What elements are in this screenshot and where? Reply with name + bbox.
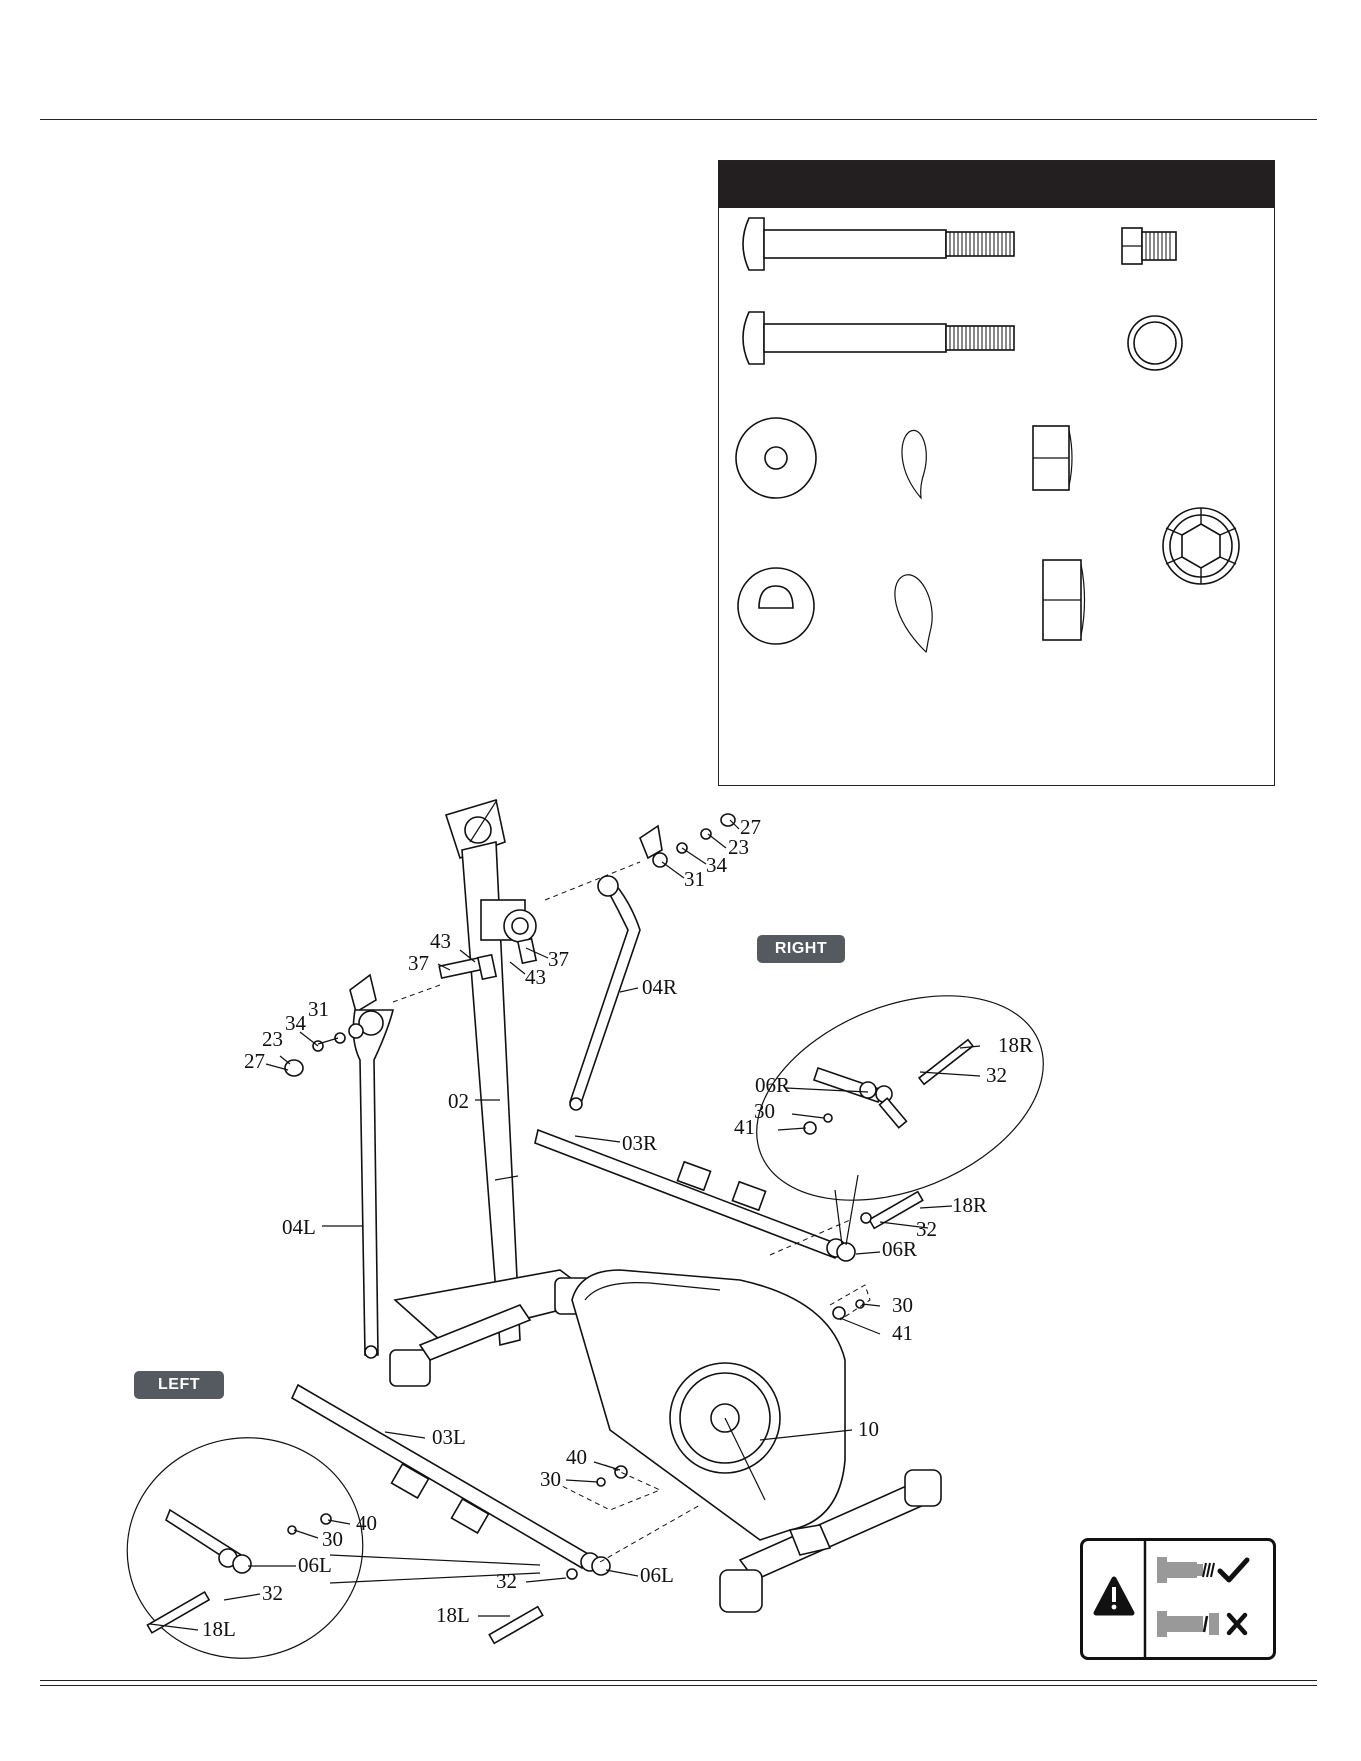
callout-02: 02 xyxy=(448,1089,469,1113)
hardware-illustrations xyxy=(719,208,1273,784)
callout-18L: 18L xyxy=(202,1617,236,1641)
callout-23: 23 xyxy=(728,835,749,859)
callout-30: 30 xyxy=(754,1099,775,1123)
callout-04L: 04L xyxy=(282,1215,316,1239)
bottom-rule xyxy=(40,1680,1317,1681)
long-bolt-a xyxy=(743,218,1014,270)
callout-03L: 03L xyxy=(432,1425,466,1449)
hardware-panel xyxy=(718,160,1275,786)
callout-06R: 06R xyxy=(755,1073,790,1097)
right-side-tag: RIGHT xyxy=(757,935,845,963)
callout-43: 43 xyxy=(430,929,451,953)
nut-large xyxy=(1043,560,1085,640)
bolt-incorrect-icon xyxy=(1157,1611,1219,1637)
callout-37: 37 xyxy=(408,951,429,975)
callout-27: 27 xyxy=(244,1049,265,1073)
callout-04R: 04R xyxy=(642,975,677,999)
callout-32: 32 xyxy=(262,1581,283,1605)
callout-40: 40 xyxy=(356,1511,377,1535)
warning-triangle-icon xyxy=(1096,1579,1132,1613)
callout-06L: 06L xyxy=(640,1563,674,1587)
callout-10: 10 xyxy=(858,1417,879,1441)
callout-37: 37 xyxy=(548,947,569,971)
callout-43: 43 xyxy=(525,965,546,989)
callout-18R: 18R xyxy=(998,1033,1033,1057)
top-rule xyxy=(40,119,1317,120)
left-side-tag: LEFT xyxy=(134,1371,224,1399)
warning-graphic xyxy=(1083,1541,1273,1657)
callout-30: 30 xyxy=(892,1293,913,1317)
bolt-correct-icon xyxy=(1157,1557,1214,1583)
split-ring xyxy=(1128,316,1182,370)
callout-32: 32 xyxy=(496,1569,517,1593)
pivot-block xyxy=(481,900,536,942)
rear-stabilizer xyxy=(390,1270,600,1386)
callout-34: 34 xyxy=(285,1011,307,1035)
callout-18R: 18R xyxy=(952,1193,987,1217)
callout-18L: 18L xyxy=(436,1603,470,1627)
callout-40: 40 xyxy=(566,1445,587,1469)
flat-washer xyxy=(736,418,816,498)
hardware-panel-header xyxy=(719,161,1274,208)
curved-washer xyxy=(738,568,814,644)
callout-34: 34 xyxy=(706,853,728,877)
callout-03R: 03R xyxy=(622,1131,657,1155)
cotter-pin-small xyxy=(902,430,926,498)
short-bolt xyxy=(1122,228,1176,264)
bottom-rule-thin xyxy=(40,1685,1317,1686)
callout-41: 41 xyxy=(734,1115,755,1139)
callout-32: 32 xyxy=(986,1063,1007,1087)
cotter-pin-large xyxy=(895,575,932,652)
callout-32: 32 xyxy=(916,1217,937,1241)
bolt-tightening-warning xyxy=(1080,1538,1276,1660)
callout-30: 30 xyxy=(540,1467,561,1491)
check-mark-icon xyxy=(1220,1560,1247,1580)
hex-cap xyxy=(1163,508,1239,584)
nut-small xyxy=(1033,426,1072,490)
arm-04R xyxy=(570,826,662,1110)
callout-31: 31 xyxy=(684,867,705,891)
callout-41: 41 xyxy=(892,1321,913,1345)
callout-31: 31 xyxy=(308,997,329,1021)
callout-06L: 06L xyxy=(298,1553,332,1577)
callout-06R: 06R xyxy=(882,1237,917,1261)
callout-30: 30 xyxy=(322,1527,343,1551)
rail-03R xyxy=(535,1130,855,1261)
long-bolt-b xyxy=(743,312,1014,364)
cross-mark-icon xyxy=(1229,1615,1245,1633)
callout-23: 23 xyxy=(262,1027,283,1051)
flywheel-housing-10 xyxy=(572,1270,845,1540)
